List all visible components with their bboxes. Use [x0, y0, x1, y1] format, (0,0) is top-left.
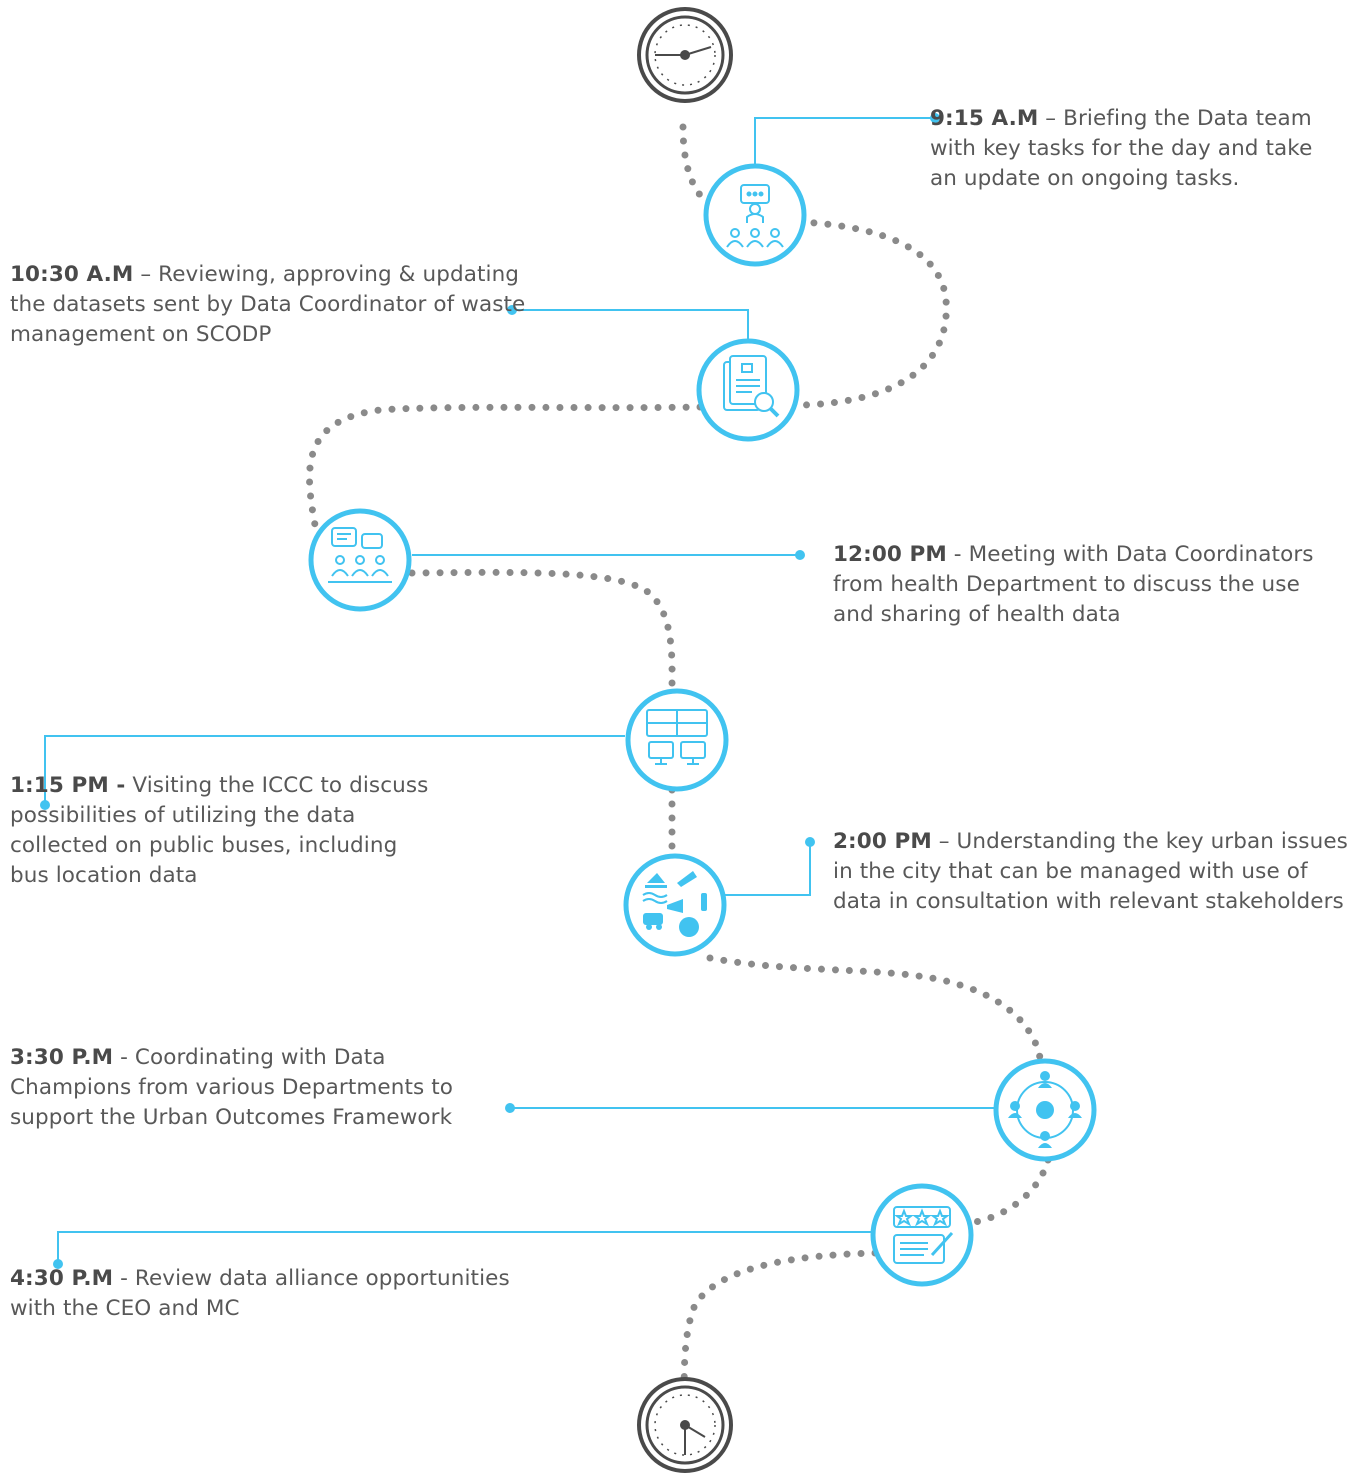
urban-issues-icon [623, 853, 727, 957]
clock-icon [637, 7, 733, 103]
entry-description: – Briefing the Data team with key tasks … [930, 106, 1313, 191]
entry-description: - Coordinating with Data Champions from … [10, 1045, 454, 1130]
entry-time: 2:00 PM [833, 829, 932, 854]
timeline-entry-1530: 3:30 P.M - Coordinating with Data Champi… [10, 1043, 510, 1133]
entry-description: - Review data alliance opportunities wit… [10, 1266, 510, 1321]
timeline-entry-0915: 9:15 A.M – Briefing the Data team with k… [930, 104, 1340, 194]
document-review-icon [696, 338, 800, 442]
entry-time: 12:00 PM [833, 542, 947, 567]
coordination-network-icon [993, 1058, 1097, 1162]
timeline-entry-1200: 12:00 PM - Meeting with Data Coordinator… [833, 540, 1323, 630]
entry-description: - Meeting with Data Coordinators from he… [833, 542, 1314, 627]
entry-time: 9:15 A.M [930, 106, 1039, 131]
control-center-icon [625, 688, 729, 792]
connector-lines [44, 117, 1000, 1264]
entry-time: 4:30 P.M [10, 1266, 114, 1291]
entry-description: Visiting the ICCC to discuss possibiliti… [10, 773, 429, 888]
entry-description: – Reviewing, approving & updating the da… [10, 262, 526, 347]
timeline-entry-1030: 10:30 A.M – Reviewing, approving & updat… [10, 260, 555, 350]
timeline-entry-1630: 4:30 P.M - Review data alliance opportun… [10, 1264, 555, 1324]
meeting-icon [308, 508, 412, 612]
clock-icon [637, 1377, 733, 1473]
timeline-entry-1315: 1:15 PM - Visiting the ICCC to discuss p… [10, 771, 440, 891]
entry-time: 10:30 A.M [10, 262, 134, 287]
entry-description: – Understanding the key urban issues in … [833, 829, 1348, 914]
feedback-review-icon [870, 1183, 974, 1287]
timeline-entry-1400: 2:00 PM – Understanding the key urban is… [833, 827, 1353, 917]
entry-time: 3:30 P.M [10, 1045, 114, 1070]
team-briefing-icon [703, 163, 807, 267]
entry-time: 1:15 PM - [10, 773, 126, 798]
connector-dots [40, 113, 940, 1269]
